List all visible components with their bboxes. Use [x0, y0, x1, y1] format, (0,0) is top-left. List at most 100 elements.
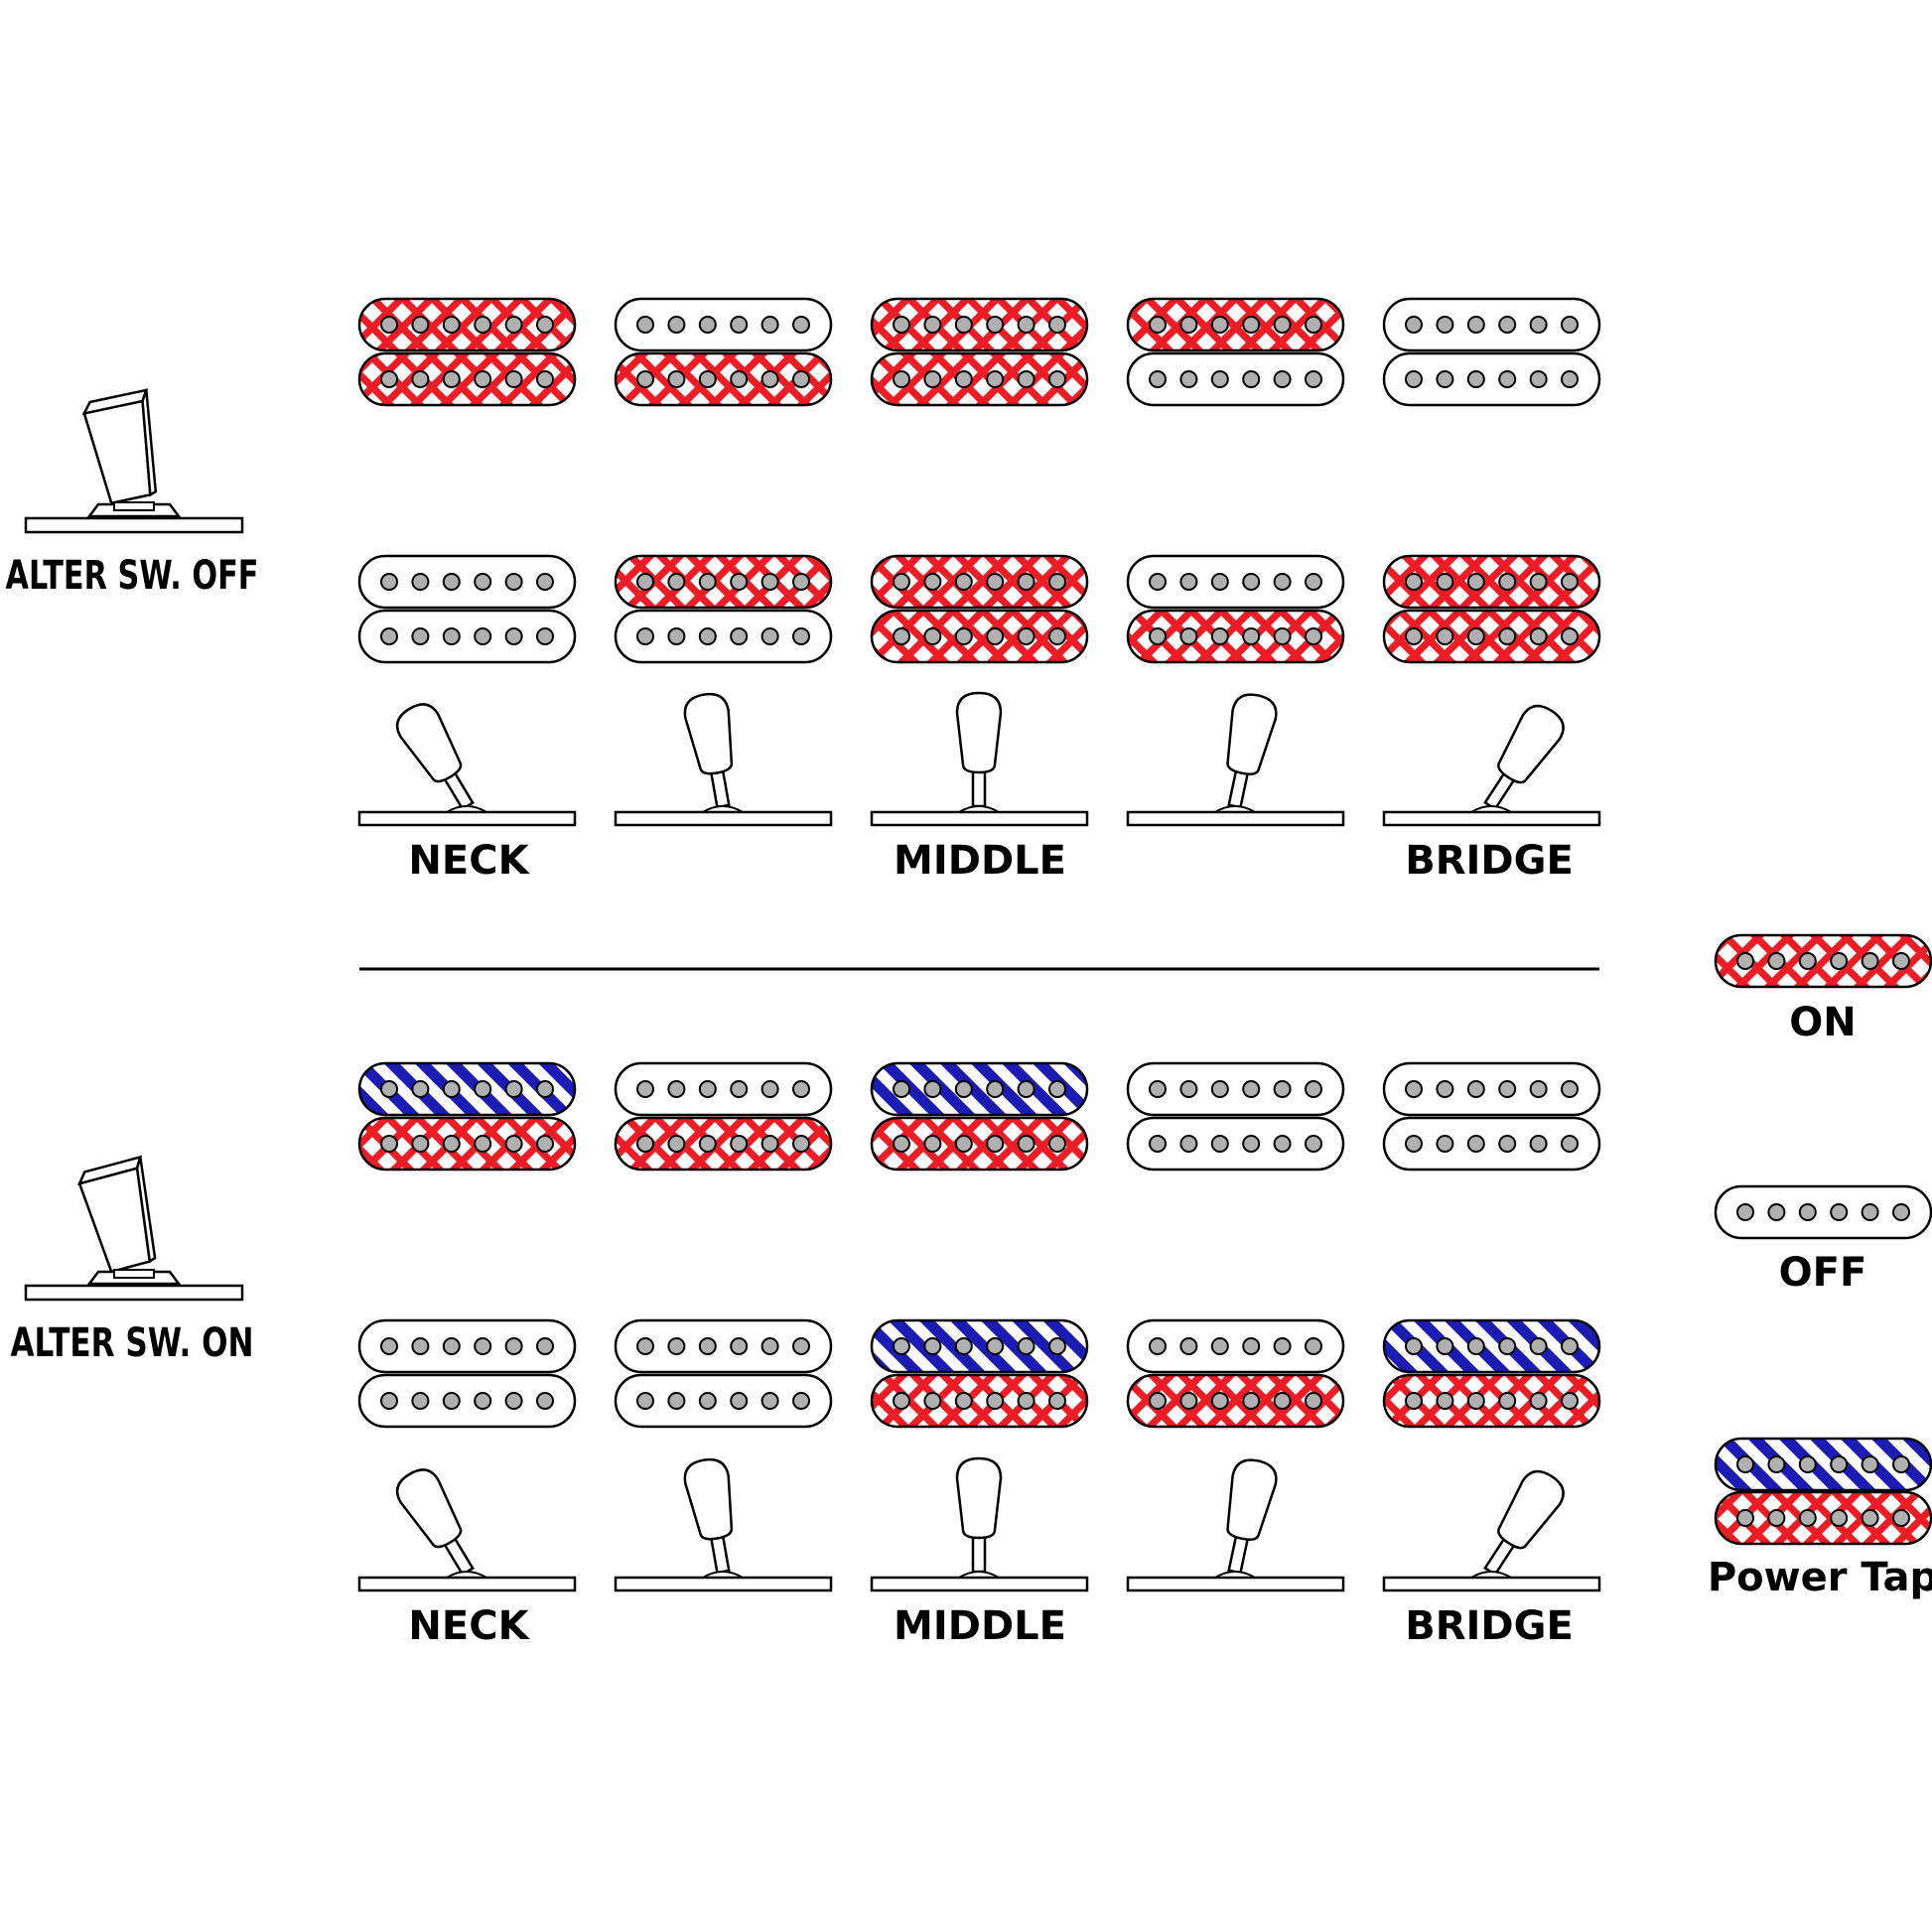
- pole-piece: [474, 573, 492, 591]
- pole-piece: [1242, 1135, 1261, 1153]
- coil-off: [357, 609, 577, 664]
- pole-piece: [1149, 316, 1167, 334]
- pole-piece: [1798, 952, 1817, 970]
- pole-piece: [474, 370, 492, 388]
- pole-piece: [923, 1135, 942, 1153]
- coil-tap: [1382, 1318, 1601, 1374]
- pole-piece: [1436, 1135, 1454, 1153]
- coil-on: [870, 1116, 1089, 1172]
- coil-off: [1126, 554, 1345, 610]
- pole-piece: [1242, 627, 1261, 645]
- pole-piece: [504, 627, 523, 645]
- pole-piece: [1561, 1337, 1579, 1355]
- pole-piece: [954, 1392, 973, 1410]
- pole-piece: [474, 1135, 492, 1153]
- pole-piece: [1529, 370, 1548, 388]
- pole-piece: [504, 1080, 523, 1098]
- pole-piece: [1242, 1392, 1261, 1410]
- pole-piece: [760, 1080, 779, 1098]
- pole-piece: [411, 1135, 430, 1153]
- pole-piece: [1529, 573, 1548, 591]
- neck-label: NECK: [408, 1603, 530, 1649]
- pole-piece: [986, 627, 1005, 645]
- pole-piece: [1861, 952, 1879, 970]
- pole-piece: [1210, 573, 1229, 591]
- pole-piece: [1436, 627, 1454, 645]
- pole-piece: [1529, 1080, 1548, 1098]
- selector-switch-bridge: [1382, 1469, 1601, 1592]
- pole-piece: [1529, 627, 1548, 645]
- pole-piece: [1466, 573, 1485, 591]
- pole-piece: [536, 370, 554, 388]
- pole-piece: [1436, 370, 1454, 388]
- pole-piece: [667, 1337, 686, 1355]
- pole-piece: [1561, 573, 1579, 591]
- pole-piece: [667, 370, 686, 388]
- pole-piece: [474, 1337, 492, 1355]
- pole-piece: [1466, 1080, 1485, 1098]
- pole-piece: [698, 1392, 717, 1410]
- coil-off: [614, 297, 833, 352]
- pole-piece: [792, 1392, 810, 1410]
- pole-piece: [442, 316, 461, 334]
- pole-piece: [411, 627, 430, 645]
- legend-off-coil: [1714, 1184, 1932, 1240]
- selector-switch-neck: [357, 1468, 577, 1592]
- pole-piece: [1892, 1509, 1910, 1527]
- pole-piece: [1210, 316, 1229, 334]
- pole-piece: [1736, 1203, 1754, 1221]
- pole-piece: [380, 1080, 398, 1098]
- pole-piece: [698, 1135, 717, 1153]
- pole-piece: [1561, 1080, 1579, 1098]
- pole-piece: [1149, 370, 1167, 388]
- pole-piece: [698, 627, 717, 645]
- pole-piece: [1529, 1337, 1548, 1355]
- pole-piece: [504, 370, 523, 388]
- pole-piece: [893, 1392, 910, 1410]
- coil-off: [1126, 1318, 1345, 1374]
- coil-on: [614, 1116, 833, 1172]
- pole-piece: [792, 1080, 810, 1098]
- pole-piece: [1273, 1080, 1292, 1098]
- pole-piece: [636, 1080, 654, 1098]
- pole-piece: [954, 573, 973, 591]
- pole-piece: [1179, 370, 1198, 388]
- pole-piece: [1017, 1337, 1035, 1355]
- pole-piece: [698, 370, 717, 388]
- pole-piece: [1861, 1509, 1879, 1527]
- pole-piece: [954, 316, 973, 334]
- pole-piece: [1305, 370, 1322, 388]
- pole-piece: [442, 1392, 461, 1410]
- selector-switch-neck-middle: [614, 692, 833, 827]
- pole-piece: [1048, 1392, 1066, 1410]
- pole-piece: [536, 316, 554, 334]
- pole-piece: [1405, 1337, 1423, 1355]
- pole-piece: [1305, 627, 1322, 645]
- pole-piece: [1436, 1080, 1454, 1098]
- selector-switch-neck-middle: [614, 1457, 833, 1592]
- pole-piece: [1149, 1392, 1167, 1410]
- pole-piece: [1210, 370, 1229, 388]
- pole-piece: [667, 627, 686, 645]
- coil-off: [614, 1373, 833, 1429]
- pole-piece: [893, 573, 910, 591]
- selector-switch-middle: [870, 1456, 1089, 1592]
- coil-tap: [870, 1061, 1089, 1117]
- pole-piece: [1436, 1337, 1454, 1355]
- pole-piece: [1048, 1135, 1066, 1153]
- pole-piece: [1405, 1392, 1423, 1410]
- pole-piece: [923, 1337, 942, 1355]
- pole-piece: [1466, 1135, 1485, 1153]
- pole-piece: [986, 1135, 1005, 1153]
- coil-off: [1382, 351, 1601, 407]
- pole-piece: [1529, 316, 1548, 334]
- coil-on: [1382, 609, 1601, 664]
- pole-piece: [1466, 316, 1485, 334]
- pole-piece: [380, 627, 398, 645]
- pole-piece: [1736, 1509, 1754, 1527]
- pole-piece: [504, 1392, 523, 1410]
- coil-off: [1126, 1061, 1345, 1117]
- pole-piece: [1273, 316, 1292, 334]
- pole-piece: [1498, 1080, 1517, 1098]
